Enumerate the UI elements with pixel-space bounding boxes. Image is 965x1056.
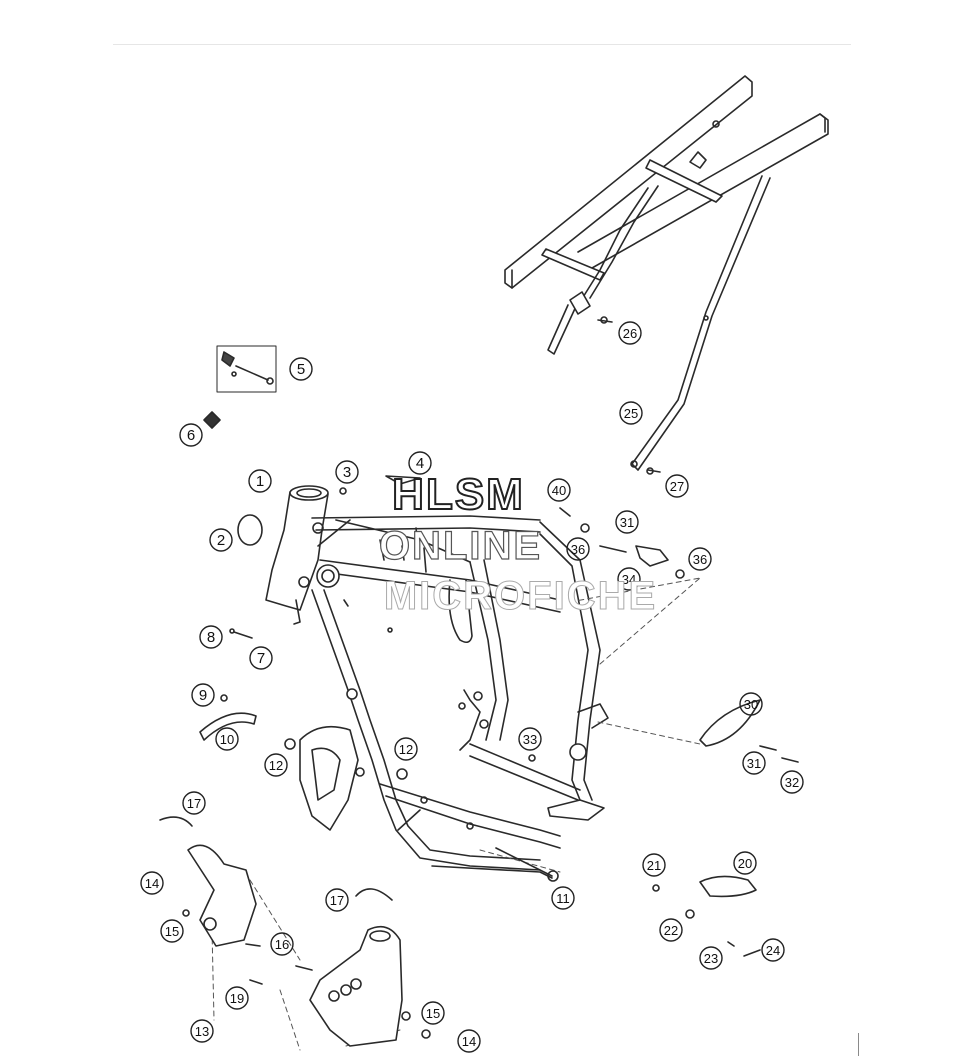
callout-2: 2 bbox=[217, 532, 225, 549]
callout-16: 16 bbox=[275, 937, 289, 952]
callout-3: 3 bbox=[343, 464, 351, 481]
callout-22: 22 bbox=[664, 923, 678, 938]
callout-12-left: 12 bbox=[269, 758, 283, 773]
callout-19: 19 bbox=[230, 991, 244, 1006]
callout-5: 5 bbox=[297, 361, 305, 378]
callout-30: 30 bbox=[744, 697, 758, 712]
callout-labels: 1 2 3 4 5 6 7 8 9 10 11 12 12 13 14 14 1… bbox=[145, 326, 799, 1049]
subframe-drawing bbox=[504, 75, 829, 471]
callout-14-bottom: 14 bbox=[462, 1034, 476, 1049]
callout-21: 21 bbox=[647, 858, 661, 873]
callout-11: 11 bbox=[556, 891, 570, 906]
callout-7: 7 bbox=[257, 650, 265, 667]
callout-27: 27 bbox=[670, 479, 684, 494]
callout-32: 32 bbox=[785, 775, 799, 790]
callout-6: 6 bbox=[187, 427, 195, 444]
top-divider bbox=[113, 44, 851, 45]
callout-10: 10 bbox=[220, 732, 234, 747]
callout-33: 33 bbox=[523, 732, 537, 747]
callout-25: 25 bbox=[624, 406, 638, 421]
callout-17-left: 17 bbox=[187, 796, 201, 811]
callout-24: 24 bbox=[766, 943, 780, 958]
callout-17-center: 17 bbox=[330, 893, 344, 908]
callout-4: 4 bbox=[416, 455, 424, 472]
main-frame-drawing bbox=[265, 485, 609, 879]
callout-20: 20 bbox=[738, 856, 752, 871]
callout-26: 26 bbox=[623, 326, 637, 341]
callout-1: 1 bbox=[256, 473, 264, 490]
callout-8: 8 bbox=[207, 629, 215, 646]
callout-31-right: 31 bbox=[747, 756, 761, 771]
callout-15-left: 15 bbox=[165, 924, 179, 939]
small-parts bbox=[159, 316, 799, 1047]
callout-23: 23 bbox=[704, 951, 718, 966]
callout-36-left: 36 bbox=[571, 542, 585, 557]
callout-15-bottom: 15 bbox=[426, 1006, 440, 1021]
callout-circles bbox=[140, 321, 804, 1053]
callout-34: 34 bbox=[622, 572, 636, 587]
callout-40: 40 bbox=[552, 483, 566, 498]
callout-36-right: 36 bbox=[693, 552, 707, 567]
leader-lines bbox=[211, 577, 701, 1051]
callout-9: 9 bbox=[199, 687, 207, 704]
edge-mark bbox=[858, 1033, 859, 1056]
callout-13: 13 bbox=[195, 1024, 209, 1039]
callout-12-center: 12 bbox=[399, 742, 413, 757]
callout-14-left: 14 bbox=[145, 876, 159, 891]
callout-31-top: 31 bbox=[620, 515, 634, 530]
